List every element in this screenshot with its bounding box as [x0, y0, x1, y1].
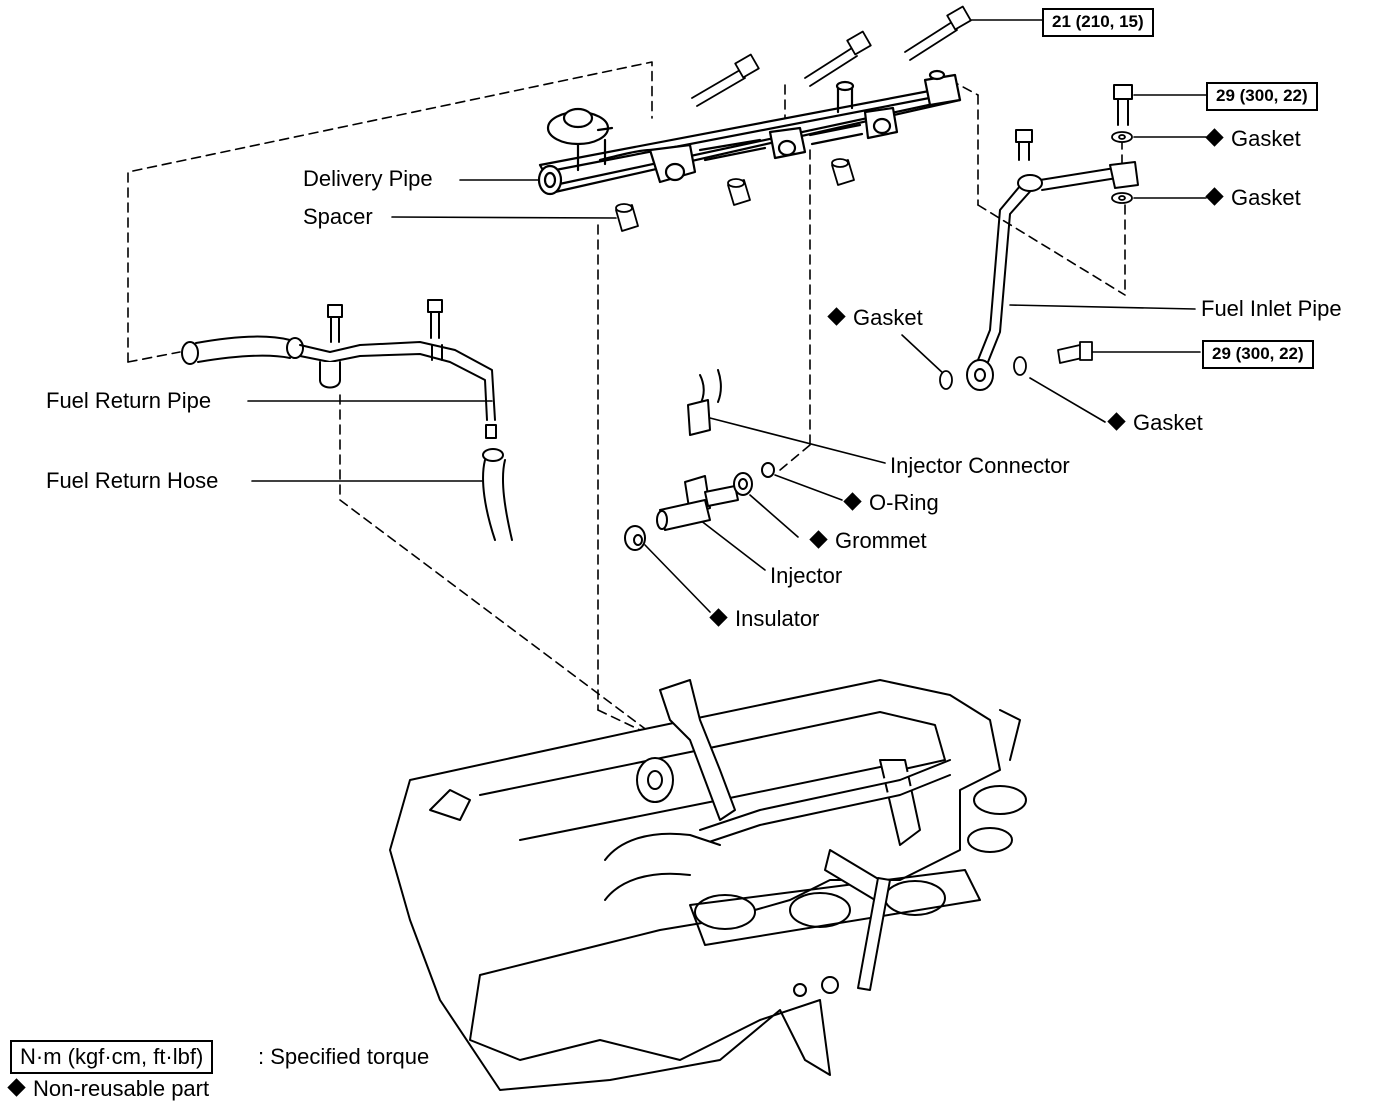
- label-spacer: Spacer: [303, 204, 373, 229]
- fuel-return-pipe: [181, 299, 497, 439]
- label-injector-connector: Injector Connector: [890, 453, 1070, 478]
- nonreusable-diamond-icon: [1205, 128, 1224, 147]
- nonreusable-diamond-icon: [843, 492, 862, 511]
- nonreusable-diamond-icon: [827, 307, 846, 326]
- union-bolt: [1057, 341, 1093, 364]
- legend-torque-units-box: N·m (kgf·cm, ft·lbf): [10, 1040, 214, 1075]
- label-grommet-text: Grommet: [835, 528, 927, 553]
- label-gasket-middle: Gasket: [1205, 185, 1301, 210]
- delivery-pipe: [537, 69, 962, 196]
- leader-lines: [247, 19, 1207, 613]
- legend-nonreusable: Non-reusable part: [7, 1076, 210, 1101]
- nonreusable-diamond-icon: [1205, 187, 1224, 206]
- gaskets: [939, 131, 1133, 390]
- label-o-ring: O-Ring: [843, 490, 939, 515]
- engine-block: [389, 679, 1027, 1091]
- label-gasket-upper: Gasket: [1205, 126, 1301, 151]
- legend-nonreusable-text: Non-reusable part: [33, 1076, 210, 1101]
- label-insulator-text: Insulator: [735, 606, 820, 631]
- nonreusable-diamond-icon: [1107, 412, 1126, 431]
- label-gasket-text: Gasket: [1231, 185, 1301, 210]
- fuel-inlet-pipe: [966, 84, 1139, 391]
- delivery-pipe-bolts: [691, 5, 972, 107]
- label-o-ring-text: O-Ring: [869, 490, 939, 515]
- spacers: [615, 158, 855, 232]
- label-fuel-return-pipe: Fuel Return Pipe: [46, 388, 212, 413]
- label-gasket-lower: Gasket: [1107, 410, 1203, 435]
- label-delivery-pipe: Delivery Pipe: [303, 166, 433, 191]
- torque-box-inlet-union: 29 (300, 22): [1202, 340, 1314, 369]
- nonreusable-diamond-icon: [7, 1078, 26, 1097]
- label-insulator: Insulator: [709, 606, 820, 631]
- torque-box-inlet-upper: 29 (300, 22): [1206, 82, 1318, 111]
- label-gasket-left: Gasket: [827, 305, 923, 330]
- label-injector: Injector: [770, 563, 843, 588]
- label-gasket-text: Gasket: [1133, 410, 1203, 435]
- fuel-return-hose: [482, 448, 513, 541]
- nonreusable-diamond-icon: [809, 530, 828, 549]
- label-grommet: Grommet: [809, 528, 927, 553]
- label-gasket-text: Gasket: [1231, 126, 1301, 151]
- label-gasket-text: Gasket: [853, 305, 923, 330]
- injector-assembly: [624, 369, 775, 551]
- label-fuel-return-hose: Fuel Return Hose: [46, 468, 219, 493]
- torque-box-delivery-pipe: 21 (210, 15): [1042, 8, 1154, 37]
- legend-torque-desc: : Specified torque: [258, 1044, 430, 1069]
- nonreusable-diamond-icon: [709, 608, 728, 627]
- label-fuel-inlet-pipe: Fuel Inlet Pipe: [1201, 296, 1342, 321]
